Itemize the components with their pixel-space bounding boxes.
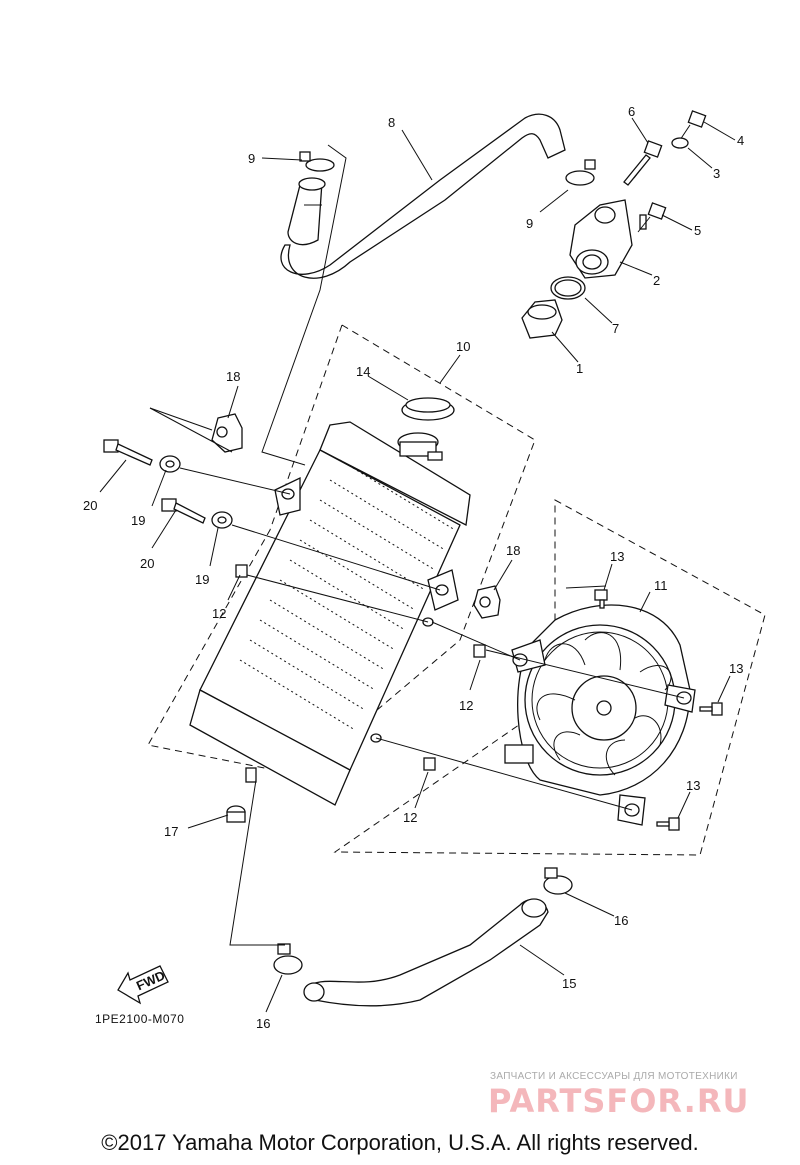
fwd-arrow-icon: FWD: [117, 965, 169, 1005]
damper-18-lower: [473, 585, 501, 619]
callout-17: 17: [164, 824, 178, 839]
callout-12-b: 12: [459, 698, 473, 713]
callout-19-upper: 19: [131, 513, 145, 528]
collar-19-lower: [211, 511, 233, 529]
callout-19-lower: 19: [195, 572, 209, 587]
hose-clamp-9-right: [565, 159, 596, 186]
hose-clamp-9-left: [299, 151, 335, 172]
thermostat-housing: [569, 199, 647, 279]
callout-3: 3: [713, 166, 720, 181]
callout-7: 7: [612, 321, 619, 336]
nut-12-b: [473, 644, 486, 658]
callout-8: 8: [388, 115, 395, 130]
upper-hose: [280, 113, 566, 279]
callout-10: 10: [456, 339, 470, 354]
callout-labels: 1 2 3 4 5 6 7 8 9 9 10 11 12 12 12 13 13…: [83, 104, 744, 1031]
screw-13-top: [594, 589, 608, 609]
bolt-20-lower: [161, 498, 206, 524]
bolt-20-upper: [103, 439, 153, 466]
hose-clamp-16-lower: [273, 943, 303, 975]
callout-16-upper: 16: [614, 913, 628, 928]
callout-6: 6: [628, 104, 635, 119]
copyright-notice: ©2017 Yamaha Motor Corporation, U.S.A. A…: [101, 1130, 699, 1155]
hose-clamp-16-upper: [543, 867, 573, 895]
callout-9-right: 9: [526, 216, 533, 231]
callout-11: 11: [654, 578, 668, 593]
nut-12-c: [423, 757, 436, 771]
bolt-6: [623, 140, 663, 186]
callout-14: 14: [356, 364, 370, 379]
callout-20-upper: 20: [83, 498, 97, 513]
filler-neck: [397, 432, 443, 461]
callout-12-c: 12: [403, 810, 417, 825]
radiator-cap: [401, 397, 455, 421]
callout-13-bottom: 13: [686, 778, 700, 793]
callout-18-upper: 18: [226, 369, 240, 384]
callout-16-lower: 16: [256, 1016, 270, 1031]
callout-18-lower: 18: [506, 543, 520, 558]
lower-hose: [303, 898, 549, 1007]
callout-2: 2: [653, 273, 660, 288]
callout-12-a: 12: [212, 606, 226, 621]
callout-15: 15: [562, 976, 576, 991]
collar-19-upper: [159, 455, 181, 473]
callout-20-lower: 20: [140, 556, 154, 571]
thermostat: [521, 299, 563, 339]
watermark-tagline: ЗАПЧАСТИ И АКСЕССУАРЫ ДЛЯ МОТОТЕХНИКИ: [490, 1071, 738, 1082]
leader-lines: [99, 117, 736, 1013]
callout-4: 4: [737, 133, 744, 148]
bolt-4: [679, 110, 707, 141]
callout-9-left: 9: [248, 151, 255, 166]
watermark-logo: PARTSFOR.RU: [488, 1082, 750, 1120]
fan-motor-assembly: [504, 604, 696, 826]
damper-18-upper: [211, 413, 243, 453]
bolt-5: [637, 202, 667, 233]
screw-13-right: [699, 702, 723, 716]
diagram-code: 1PE2100-M070: [95, 1012, 185, 1026]
callout-5: 5: [694, 223, 701, 238]
washer-3: [671, 137, 689, 149]
callout-1: 1: [576, 361, 583, 376]
screw-13-bottom: [656, 817, 680, 831]
callout-13-right: 13: [729, 661, 743, 676]
callout-13-top: 13: [610, 549, 624, 564]
radiator-assembly-outline: [147, 324, 536, 776]
drain-cap: [226, 805, 246, 823]
radiator: [189, 421, 471, 806]
nut-12-a: [235, 564, 248, 578]
o-ring-inner: [554, 279, 582, 297]
